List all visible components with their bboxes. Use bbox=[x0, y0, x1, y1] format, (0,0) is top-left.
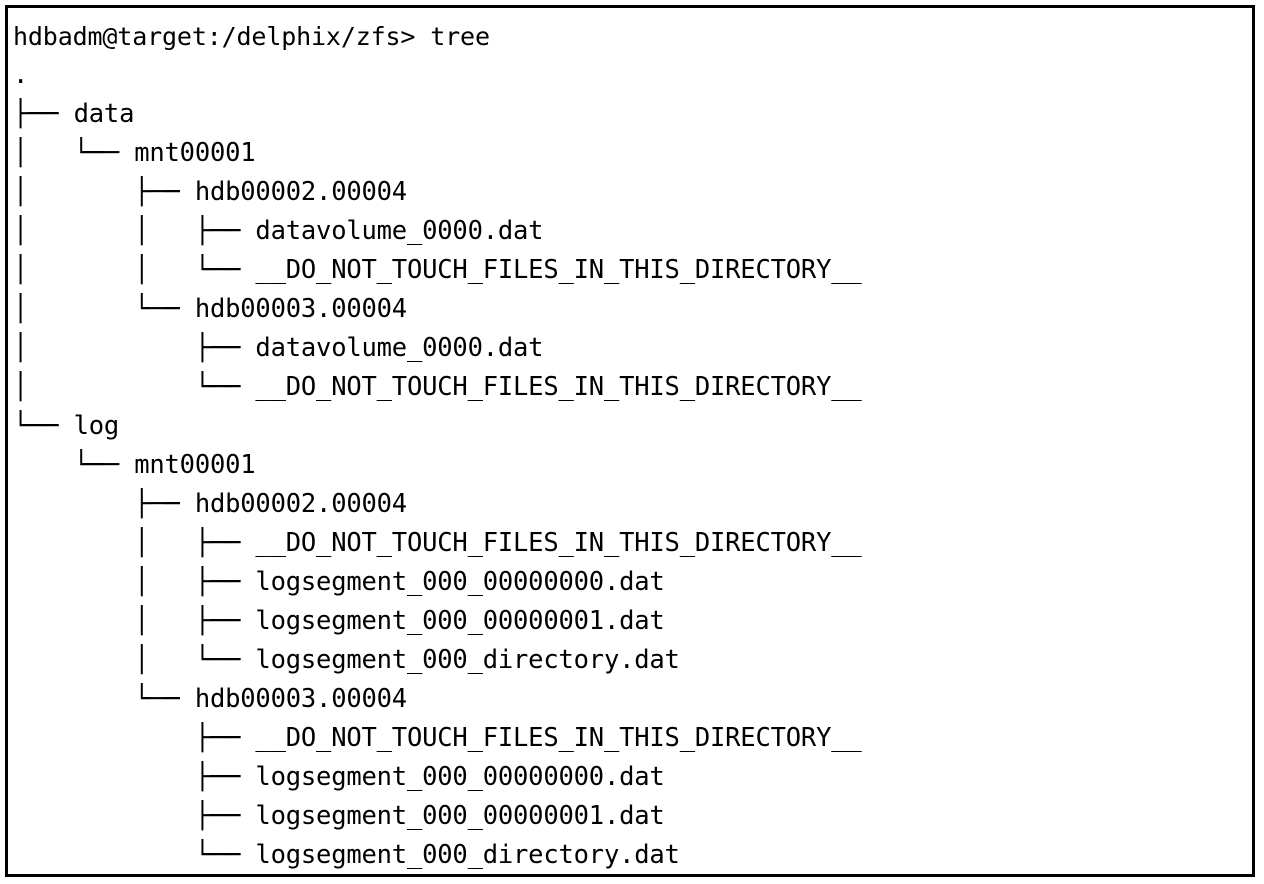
tree-line: │ ├── logsegment_000_00000000.dat bbox=[13, 567, 665, 597]
blank-line bbox=[13, 875, 1252, 877]
tree-line: │ └── mnt00001 bbox=[13, 138, 256, 168]
tree-line: │ ├── logsegment_000_00000001.dat bbox=[13, 606, 665, 636]
terminal-screen[interactable]: hdbadm@target:/delphix/zfs> tree . ├── d… bbox=[8, 8, 1252, 874]
tree-line: └── mnt00001 bbox=[13, 450, 256, 480]
tree-line: │ │ ├── datavolume_0000.dat bbox=[13, 216, 544, 246]
tree-line: │ └── hdb00003.00004 bbox=[13, 294, 407, 324]
tree-line: │ │ └── __DO_NOT_TOUCH_FILES_IN_THIS_DIR… bbox=[13, 255, 862, 285]
tree-line: │ └── logsegment_000_directory.dat bbox=[13, 645, 680, 675]
tree-line: │ ├── __DO_NOT_TOUCH_FILES_IN_THIS_DIREC… bbox=[13, 528, 862, 558]
tree-line: ├── data bbox=[13, 99, 135, 129]
tree-line: │ └── __DO_NOT_TOUCH_FILES_IN_THIS_DIREC… bbox=[13, 372, 862, 402]
tree-line: └── log bbox=[13, 411, 120, 441]
tree-root-line: . bbox=[13, 60, 29, 90]
shell-prompt-line: hdbadm@target:/delphix/zfs> tree bbox=[13, 22, 490, 51]
tree-line: └── hdb00003.00004 bbox=[13, 684, 407, 714]
tree-line: └── logsegment_000_directory.dat bbox=[13, 840, 680, 870]
tree-line: ├── hdb00002.00004 bbox=[13, 489, 407, 519]
tree-line: ├── __DO_NOT_TOUCH_FILES_IN_THIS_DIRECTO… bbox=[13, 723, 862, 753]
tree-line: │ ├── hdb00002.00004 bbox=[13, 177, 407, 207]
tree-line: │ ├── datavolume_0000.dat bbox=[13, 333, 544, 363]
tree-line: ├── logsegment_000_00000000.dat bbox=[13, 762, 665, 792]
tree-line: ├── logsegment_000_00000001.dat bbox=[13, 801, 665, 831]
terminal-window-frame: hdbadm@target:/delphix/zfs> tree . ├── d… bbox=[5, 5, 1255, 877]
